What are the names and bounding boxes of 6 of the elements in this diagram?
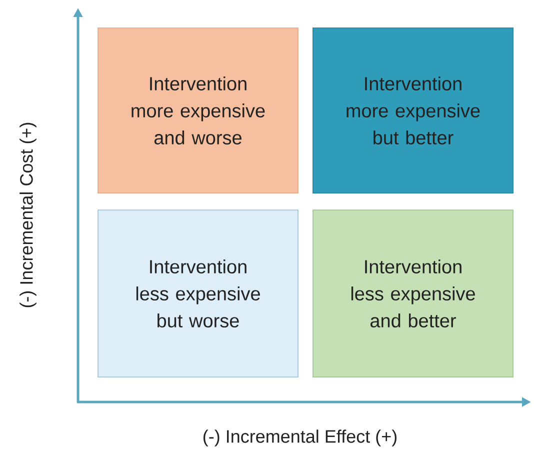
quadrant-box: Intervention less expensive but worse: [98, 210, 298, 378]
axis-label: (-) Incremental Effect (+): [204, 430, 396, 446]
quadrant-box: Intervention less expensive and better: [312, 210, 514, 378]
axis-label: (-) Incremental Cost (+): [20, 122, 36, 308]
quadrant-box: Intervention more expensive but better: [312, 28, 514, 194]
quadrant-box: Intervention more expensive and worse: [98, 28, 298, 194]
